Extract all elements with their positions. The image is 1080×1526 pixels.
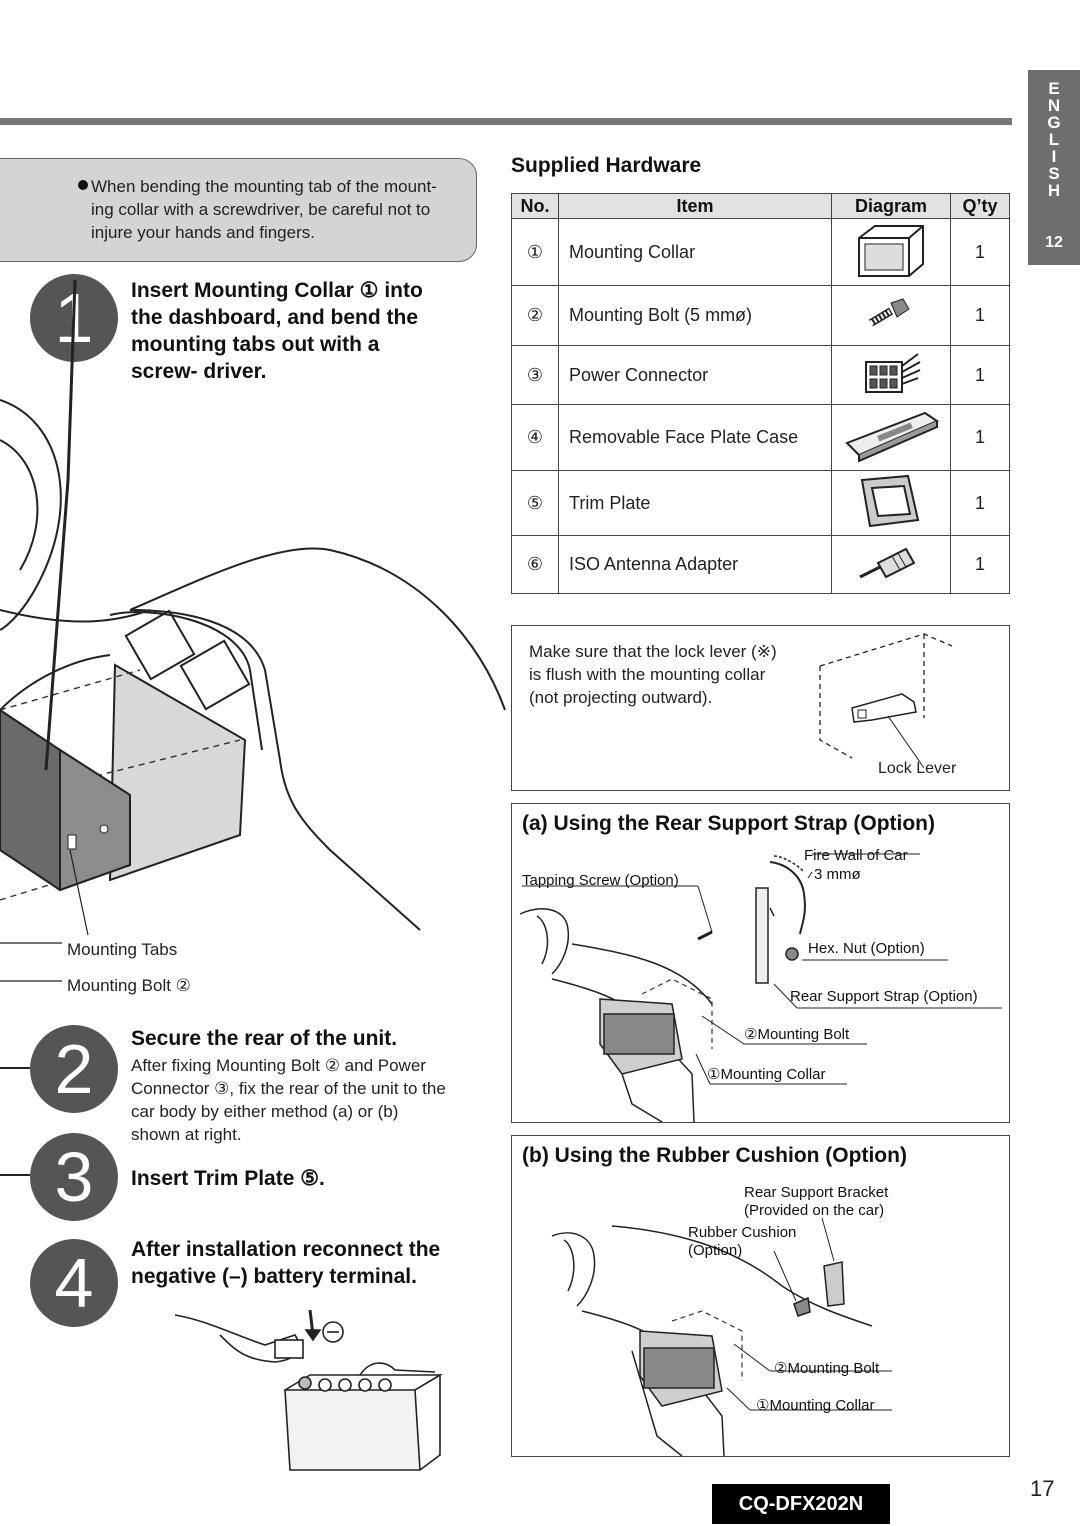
language-letter: I bbox=[1051, 147, 1057, 166]
lock-lever-diagram bbox=[819, 633, 953, 769]
method-b-collar-label: ①Mounting Collar bbox=[756, 1397, 875, 1414]
table-row: ④ Removable Face Plate Case 1 bbox=[511, 404, 1010, 471]
tapping-screw-label: Tapping Screw (Option) bbox=[522, 872, 679, 889]
trim-plate-icon bbox=[831, 470, 951, 536]
language-letter: N bbox=[1047, 96, 1061, 115]
face-plate-case-icon bbox=[831, 404, 951, 471]
row-quantity: 1 bbox=[950, 218, 1010, 286]
power-connector-icon bbox=[831, 345, 951, 405]
model-number-badge: CQ-DFX202N bbox=[712, 1484, 890, 1524]
supplied-hardware-table: No. Item Diagram Q’ty ① Mounting Collar … bbox=[511, 193, 1010, 594]
section-page-number: 12 bbox=[1045, 234, 1063, 251]
bracket-label-line-2: (Provided on the car) bbox=[744, 1202, 885, 1219]
row-item: Mounting Bolt (5 mmø) bbox=[558, 285, 832, 346]
row-item: ISO Antenna Adapter bbox=[558, 535, 832, 594]
cushion-label-line-1: Rubber Cushion bbox=[688, 1224, 797, 1241]
column-header: Q’ty bbox=[950, 193, 1010, 219]
step-3-heading: Insert Trim Plate ⑤. bbox=[131, 1167, 325, 1190]
method-a-collar-label: ①Mounting Collar bbox=[707, 1066, 826, 1083]
row-quantity: 1 bbox=[950, 535, 1010, 594]
row-number: ⑥ bbox=[511, 535, 559, 594]
size-label: 3 mmø bbox=[814, 866, 861, 883]
page-number: 17 bbox=[1030, 1476, 1055, 1501]
mounting-collar-icon bbox=[831, 218, 951, 286]
step-number-2: 2 bbox=[30, 1025, 118, 1113]
rear-support-bracket-label: Rear Support Bracket (Provided on the ca… bbox=[744, 1184, 888, 1220]
step-number-4: 4 bbox=[30, 1239, 118, 1327]
lock-lever-label: Lock Lever bbox=[878, 760, 957, 777]
row-quantity: 1 bbox=[950, 470, 1010, 536]
cushion-label-line-2: (Option) bbox=[688, 1242, 743, 1259]
language-letter: H bbox=[1047, 181, 1061, 200]
method-b-bolt-label: ②Mounting Bolt bbox=[774, 1360, 880, 1377]
column-header: No. bbox=[511, 193, 559, 219]
row-number: ④ bbox=[511, 404, 559, 471]
method-b-box: (b) Using the Rubber Cushion (Option) Re… bbox=[511, 1135, 1010, 1457]
column-header: Diagram bbox=[831, 193, 951, 219]
rear-support-strap-diagram bbox=[519, 853, 1002, 1123]
table-row: ⑤ Trim Plate 1 bbox=[511, 470, 1010, 536]
mounting-bolt-label: Mounting Bolt ② bbox=[67, 976, 191, 995]
language-letter: G bbox=[1047, 113, 1061, 132]
caution-note-box: When bending the mounting tab of the mou… bbox=[0, 158, 477, 262]
step-3-leader bbox=[0, 1174, 30, 1176]
antenna-adapter-icon bbox=[831, 535, 951, 594]
rubber-cushion-diagram bbox=[551, 1217, 892, 1457]
row-item: Power Connector bbox=[558, 345, 832, 405]
row-number: ⑤ bbox=[511, 470, 559, 536]
row-number: ③ bbox=[511, 345, 559, 405]
row-number: ① bbox=[511, 218, 559, 286]
language-tab: E N G L I S H 12 bbox=[1028, 70, 1080, 265]
row-quantity: 1 bbox=[950, 345, 1010, 405]
step-4-heading: After installation reconnect the negativ… bbox=[131, 1238, 441, 1288]
method-a-title: (a) Using the Rear Support Strap (Option… bbox=[522, 812, 935, 835]
step-number-3: 3 bbox=[30, 1133, 118, 1221]
method-b-title: (b) Using the Rubber Cushion (Option) bbox=[522, 1144, 907, 1167]
table-header-row: No. Item Diagram Q’ty bbox=[511, 193, 1010, 219]
method-a-bolt-label: ②Mounting Bolt bbox=[744, 1026, 850, 1043]
row-item: Mounting Collar bbox=[558, 218, 832, 286]
bullet-icon bbox=[78, 180, 88, 190]
language-letter: L bbox=[1048, 130, 1060, 149]
language-letter: S bbox=[1048, 164, 1060, 183]
hex-nut-label: Hex. Nut (Option) bbox=[808, 940, 925, 957]
table-row: ③ Power Connector 1 bbox=[511, 345, 1010, 405]
row-number: ② bbox=[511, 285, 559, 346]
caution-note-text: When bending the mounting tab of the mou… bbox=[91, 177, 437, 242]
header-rule bbox=[0, 118, 1012, 125]
row-item: Removable Face Plate Case bbox=[558, 404, 832, 471]
mounting-tabs-label: Mounting Tabs bbox=[67, 940, 178, 959]
step-2-body: After fixing Mounting Bolt ② and Power C… bbox=[131, 1056, 446, 1144]
language-letter: E bbox=[1048, 79, 1060, 98]
rear-support-strap-label: Rear Support Strap (Option) bbox=[790, 988, 978, 1005]
table-row: ② Mounting Bolt (5 mmø) 1 bbox=[511, 285, 1010, 346]
mounting-bolt-icon bbox=[831, 285, 951, 346]
table-row: ① Mounting Collar 1 bbox=[511, 218, 1010, 286]
supplied-hardware-title: Supplied Hardware bbox=[511, 154, 702, 177]
step-2-leader bbox=[0, 1067, 30, 1069]
step-1-heading: Insert Mounting Collar ① into the dashbo… bbox=[131, 279, 423, 383]
row-item: Trim Plate bbox=[558, 470, 832, 536]
dashboard-illustration bbox=[0, 279, 506, 982]
lock-lever-note-box: Make sure that the lock lever (※) is flu… bbox=[511, 625, 1010, 791]
method-a-box: (a) Using the Rear Support Strap (Option… bbox=[511, 803, 1010, 1123]
bracket-label-line-1: Rear Support Bracket bbox=[744, 1184, 889, 1201]
fire-wall-label: Fire Wall of Car bbox=[804, 847, 908, 864]
rubber-cushion-label: Rubber Cushion (Option) bbox=[688, 1224, 796, 1260]
step-2-heading: Secure the rear of the unit. bbox=[131, 1027, 398, 1050]
lock-lever-note-text: Make sure that the lock lever (※) is flu… bbox=[529, 642, 777, 707]
column-header: Item bbox=[558, 193, 832, 219]
row-quantity: 1 bbox=[950, 285, 1010, 346]
battery-illustration bbox=[174, 1309, 443, 1471]
row-quantity: 1 bbox=[950, 404, 1010, 471]
table-row: ⑥ ISO Antenna Adapter 1 bbox=[511, 535, 1010, 594]
